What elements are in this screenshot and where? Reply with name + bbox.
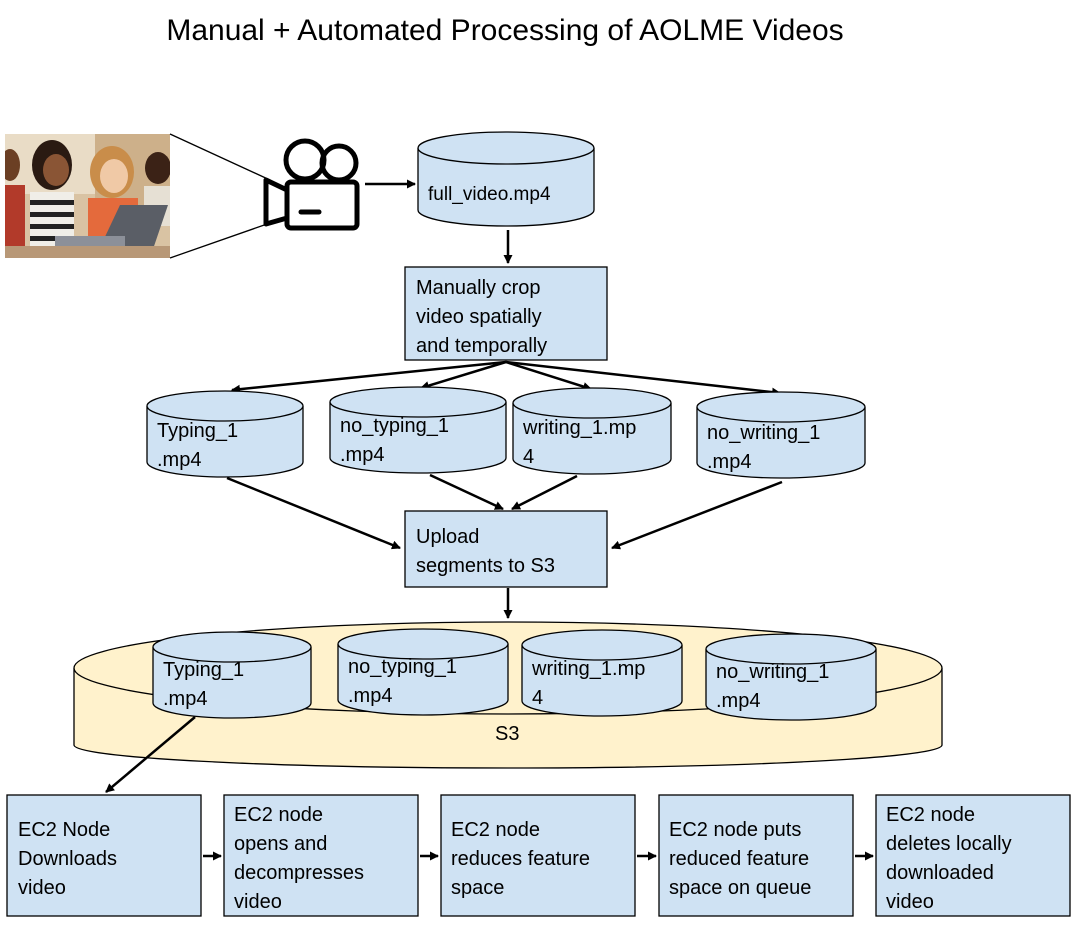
projection-line-bottom bbox=[169, 222, 271, 259]
s3-segment-cylinder-typing: Typing_1 .mp4 bbox=[152, 631, 312, 719]
upload-step-line-2: segments to S3 bbox=[416, 555, 555, 577]
cylinder-full-video: full_video.mp4 bbox=[417, 131, 595, 227]
ec2-step-line-1: EC2 node bbox=[886, 804, 975, 826]
segment-label-line-2: 4 bbox=[523, 446, 534, 468]
ec2-step-line-1: EC2 node bbox=[234, 804, 323, 826]
arrow-crop-to-seg-4 bbox=[505, 360, 781, 397]
arrow-crop-to-seg-1 bbox=[231, 360, 507, 394]
video-camera-icon bbox=[263, 138, 360, 231]
arrow-seg-2-to-upload bbox=[429, 473, 504, 511]
segment-label-line-2: .mp4 bbox=[157, 449, 201, 471]
s3-segment-label-line-1: writing_1.mp bbox=[531, 658, 645, 680]
arrow-seg-1-to-upload bbox=[226, 476, 401, 550]
projection-line-top bbox=[169, 133, 271, 181]
s3-segment-label-line-2: 4 bbox=[532, 687, 543, 709]
segment-cylinder-no-typing: no_typing_1 .mp4 bbox=[329, 386, 507, 474]
arrow-seg-3-to-upload bbox=[511, 474, 578, 511]
ec2-step-box-download: EC2 Node Downloads video bbox=[6, 794, 202, 917]
ec2-step-box-delete: EC2 node deletes locally downloaded vide… bbox=[875, 794, 1071, 917]
segment-label-line-2: .mp4 bbox=[340, 444, 384, 466]
upload-step-line-1: Upload bbox=[416, 526, 479, 548]
crop-step-line-2: video spatially bbox=[416, 306, 542, 328]
ec2-step-line-2: reduces feature bbox=[451, 848, 590, 870]
ec2-step-line-4: video bbox=[234, 891, 282, 913]
ec2-step-line-3: space bbox=[451, 877, 504, 899]
segment-label-line-2: .mp4 bbox=[707, 451, 751, 473]
segment-cylinder-typing: Typing_1 .mp4 bbox=[146, 390, 304, 478]
ec2-step-line-3: space on queue bbox=[669, 877, 811, 899]
crop-step-line-1: Manually crop bbox=[416, 277, 541, 299]
s3-segment-label-line-1: Typing_1 bbox=[163, 659, 244, 681]
ec2-step-line-2: opens and bbox=[234, 833, 327, 855]
ec2-step-line-1: EC2 Node bbox=[18, 819, 110, 841]
s3-segment-cylinder-no-typing: no_typing_1 .mp4 bbox=[337, 628, 509, 716]
arrow-seg-4-to-upload bbox=[611, 480, 783, 550]
arrow-crop-to-seg-3 bbox=[505, 360, 592, 391]
ec2-step-line-3: video bbox=[18, 877, 66, 899]
ec2-step-line-4: video bbox=[886, 891, 934, 913]
crop-step-box: Manually crop video spatially and tempor… bbox=[404, 266, 608, 361]
s3-segment-cylinder-no-writing: no_writing_1 .mp4 bbox=[705, 633, 877, 721]
s3-segment-label-line-2: .mp4 bbox=[716, 690, 760, 712]
s3-segment-cylinder-writing: writing_1.mp 4 bbox=[521, 629, 683, 717]
diagram-title: Manual + Automated Processing of AOLME V… bbox=[166, 14, 843, 47]
segment-label-line-1: no_typing_1 bbox=[340, 415, 449, 437]
ec2-step-box-reduce: EC2 node reduces feature space bbox=[440, 794, 636, 917]
s3-label: S3 bbox=[495, 723, 519, 745]
ec2-step-line-2: deletes locally bbox=[886, 833, 1012, 855]
s3-segment-label-line-2: .mp4 bbox=[163, 688, 207, 710]
full-video-label: full_video.mp4 bbox=[428, 184, 551, 205]
segment-label-line-1: no_writing_1 bbox=[707, 422, 820, 444]
upload-step-box: Upload segments to S3 bbox=[404, 510, 608, 588]
ec2-step-line-1: EC2 node puts bbox=[669, 819, 801, 841]
arrow-s3-to-ec2-download bbox=[105, 716, 196, 793]
ec2-step-line-2: reduced feature bbox=[669, 848, 809, 870]
ec2-step-line-3: downloaded bbox=[886, 862, 994, 884]
ec2-step-box-queue: EC2 node puts reduced feature space on q… bbox=[658, 794, 854, 917]
s3-segment-label-line-1: no_typing_1 bbox=[348, 656, 457, 678]
s3-segment-label-line-2: .mp4 bbox=[348, 685, 392, 707]
s3-segment-label-line-1: no_writing_1 bbox=[716, 661, 829, 683]
ec2-step-line-1: EC2 node bbox=[451, 819, 540, 841]
crop-step-line-3: and temporally bbox=[416, 335, 547, 357]
segment-label-line-1: Typing_1 bbox=[157, 420, 238, 442]
segment-cylinder-writing: writing_1.mp 4 bbox=[512, 387, 672, 475]
ec2-step-line-2: Downloads bbox=[18, 848, 117, 870]
segment-cylinder-no-writing: no_writing_1 .mp4 bbox=[696, 391, 866, 479]
ec2-step-box-decompress: EC2 node opens and decompresses video bbox=[223, 794, 419, 917]
arrow-crop-to-seg-2 bbox=[420, 360, 507, 390]
segment-label-line-1: writing_1.mp bbox=[522, 417, 636, 439]
ec2-step-line-3: decompresses bbox=[234, 862, 364, 884]
classroom-photo bbox=[5, 134, 170, 258]
